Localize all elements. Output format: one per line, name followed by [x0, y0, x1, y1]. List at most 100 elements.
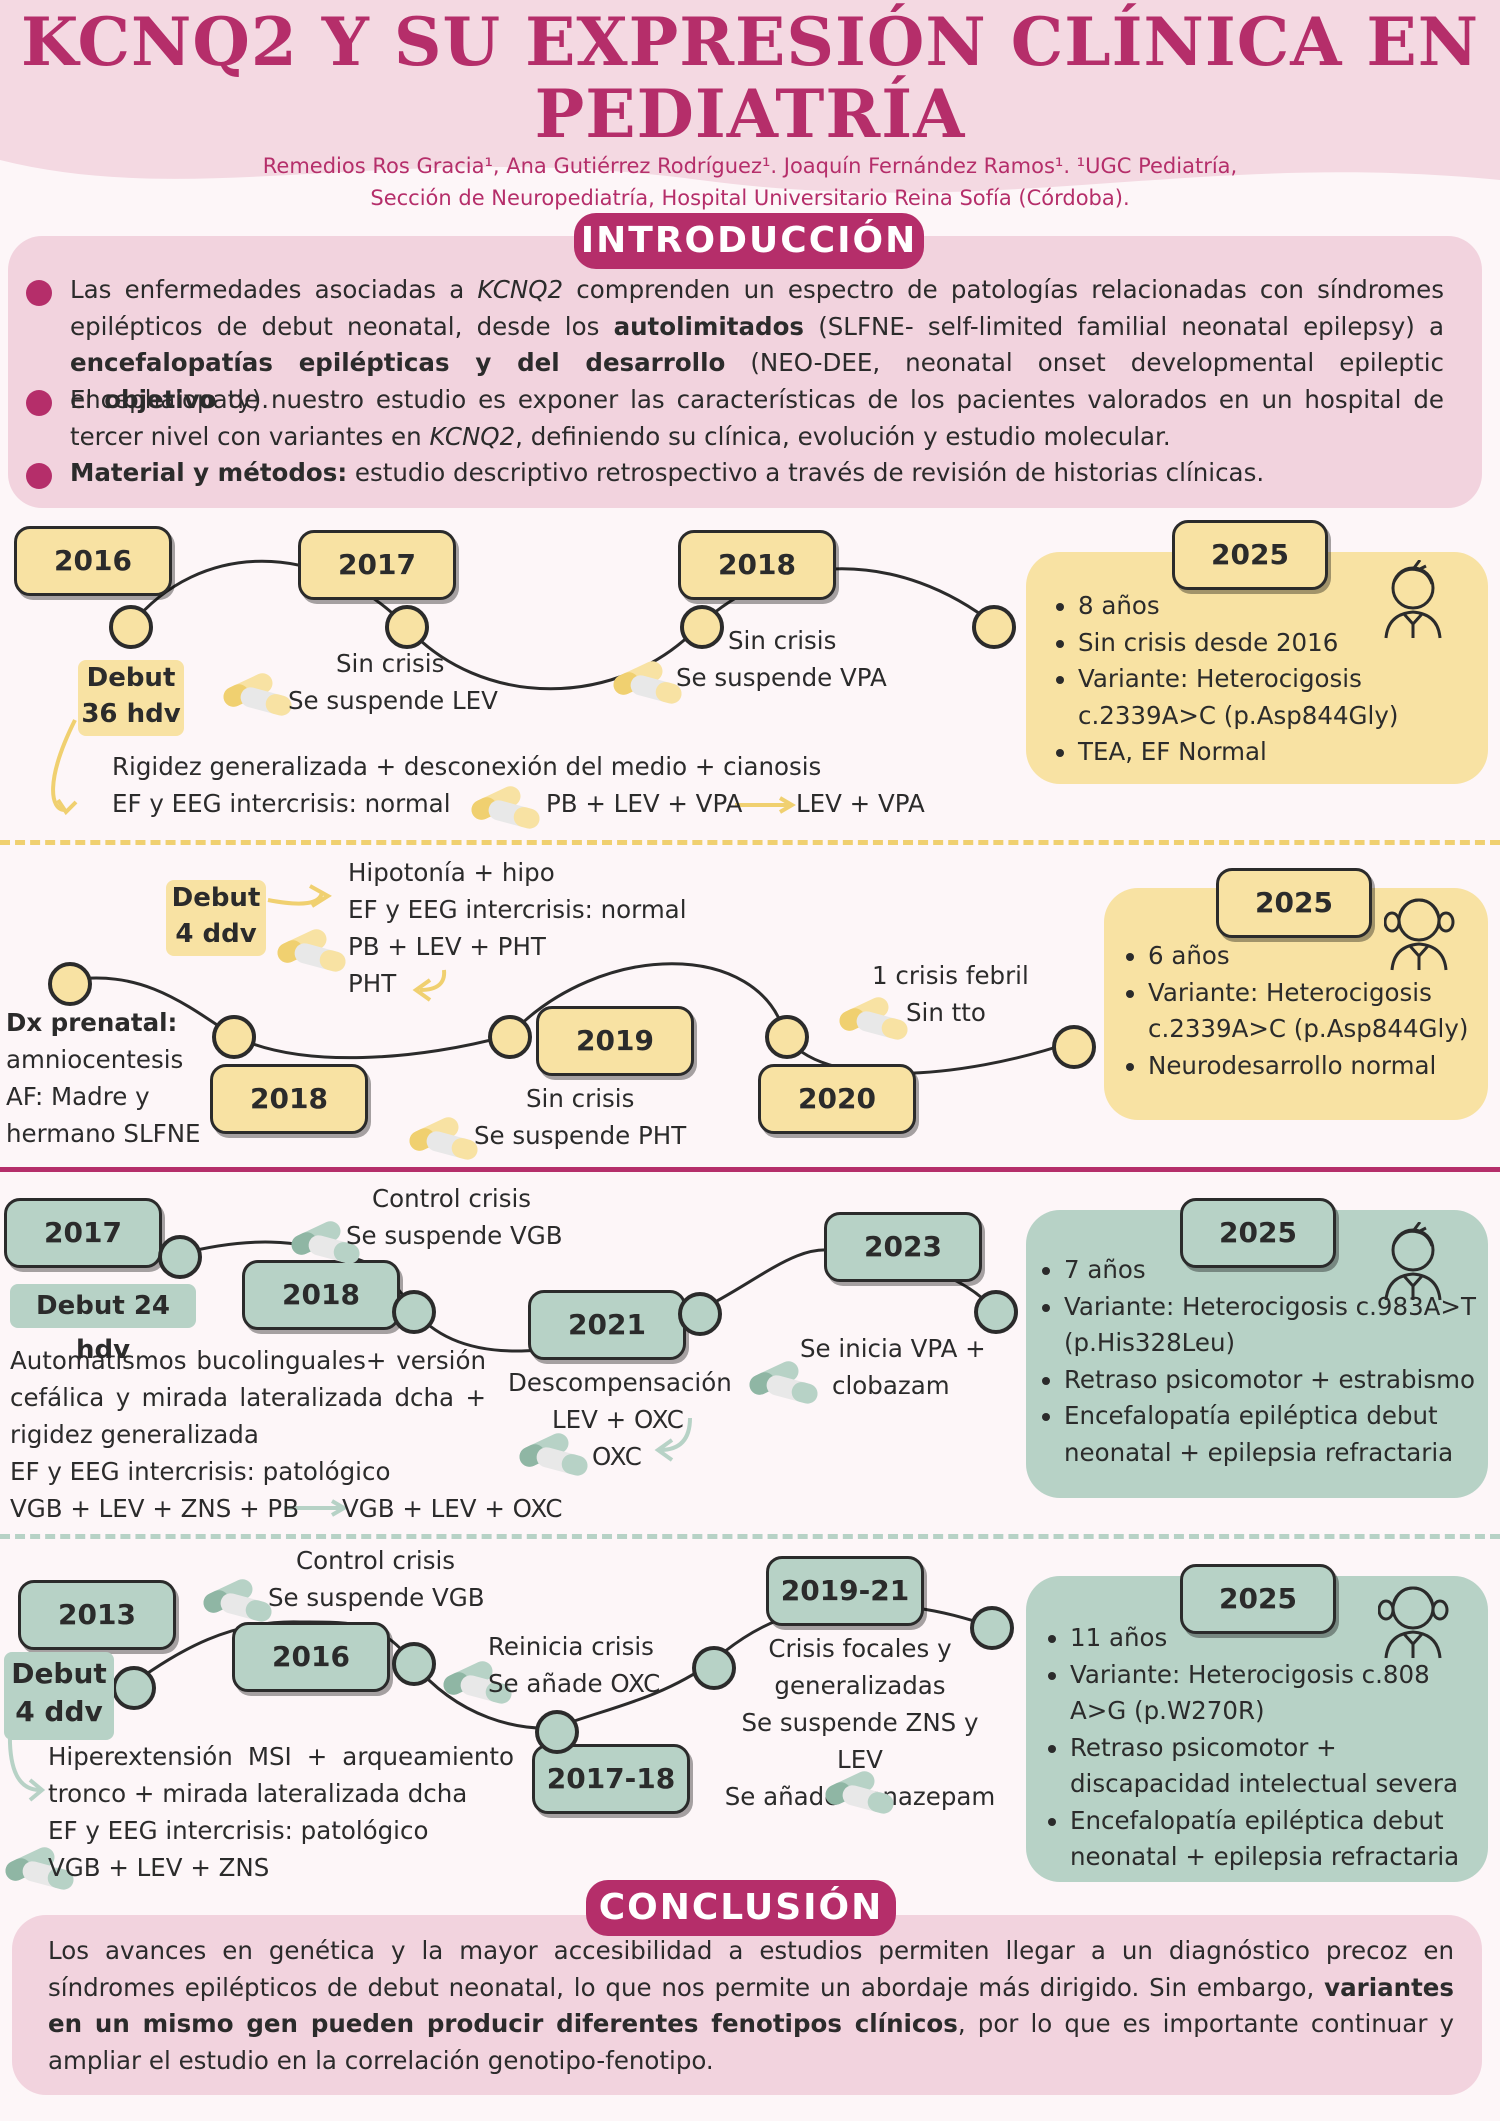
pill-icon [220, 672, 294, 718]
case1-summary-item: Sin crisis desde 2016 [1078, 625, 1408, 662]
case3-summary-year: 2025 [1180, 1198, 1336, 1268]
pill-icon [200, 1578, 274, 1624]
case3-summary-item: 7 años [1064, 1252, 1484, 1289]
separator [0, 1534, 1500, 1539]
case1-onset-1: Rigidez generalizada + desconexión del m… [112, 752, 822, 781]
case1-2018-text-2: Se suspende VPA [676, 663, 887, 692]
pill-icon [516, 1432, 590, 1478]
pill-icon [406, 1116, 480, 1162]
intro-heading: INTRODUCCIÓN [574, 213, 924, 269]
case2-summary-box: 6 años Variante: Heterocigosis c.2339A>C… [1104, 888, 1488, 1120]
case1-summary-item: Variante: Heterocigosis c.2339A>C (p.Asp… [1078, 661, 1408, 734]
case2-2020-text-2: Sin tto [906, 998, 986, 1027]
case2-node [212, 1015, 256, 1059]
case3-onset-treatment-2: VGB + LEV + OXC [342, 1494, 563, 1523]
case3-summary-item: Retraso psicomotor + estrabismo [1064, 1362, 1484, 1399]
case2-summary-item: 6 años [1148, 938, 1478, 975]
case3-2021-text-1: Descompensación [508, 1368, 732, 1397]
case2-onset-1: Hipotonía + hipo [348, 858, 555, 887]
case1-year-2017: 2017 [298, 530, 456, 600]
case2-2020-text-1: 1 crisis febril [872, 961, 1029, 990]
case3-2018-text-1: Control crisis [372, 1184, 532, 1213]
case4-year-2017-18: 2017-18 [532, 1744, 690, 1814]
case1-node [385, 605, 429, 649]
case4-year-2016: 2016 [232, 1622, 390, 1692]
case4-onset-2: EF y EEG intercrisis: patológico [48, 1816, 429, 1845]
case3-year-2021: 2021 [528, 1290, 686, 1360]
intro-paragraph-1: Las enfermedades asociadas a KCNQ2 compr… [70, 275, 1444, 414]
case1-onset-2: EF y EEG intercrisis: normal [112, 789, 451, 818]
case2-onset-3: PB + LEV + PHT [348, 932, 546, 961]
case2-2019-text-1: Sin crisis [526, 1084, 635, 1113]
pill-icon [822, 1770, 896, 1816]
case3-node [392, 1290, 436, 1334]
case4-node [970, 1606, 1014, 1650]
header-wave [0, 160, 1500, 240]
case1-summary-year: 2025 [1172, 520, 1328, 590]
case4-node [692, 1646, 736, 1690]
case4-year-2019-21: 2019-21 [766, 1556, 924, 1626]
case2-year-2018: 2018 [210, 1064, 368, 1134]
case2-summary-item: Neurodesarrollo normal [1148, 1048, 1478, 1085]
case3-year-2017: 2017 [4, 1198, 162, 1268]
case4-1718-text-1: Reinicia crisis [488, 1632, 654, 1661]
case3-onset-1: Automatismos bucolinguales+ versión cefá… [10, 1346, 486, 1449]
separator [0, 840, 1500, 845]
case3-year-2018: 2018 [242, 1260, 400, 1330]
case2-node [48, 962, 92, 1006]
case1-year-2018: 2018 [678, 530, 836, 600]
case1-node [972, 605, 1016, 649]
case4-onset-1: Hiperextensión MSI + arqueamiento tronco… [48, 1742, 514, 1808]
case1-onset-treatment-2: LEV + VPA [796, 789, 925, 818]
case4-node [535, 1710, 579, 1754]
intro-paragraph-2: El objetivo de nuestro estudio es expone… [70, 385, 1444, 451]
case2-onset-4: PHT [348, 969, 397, 998]
case2-summary-year: 2025 [1216, 868, 1372, 938]
intro-paragraph-3: Material y métodos: estudio descriptivo … [70, 458, 1265, 487]
case3-2018-text-2: Se suspende VGB [346, 1221, 563, 1250]
case4-1718-text-2: Se añade OXC [488, 1669, 661, 1698]
case1-2017-text-2: Se suspende LEV [288, 686, 498, 715]
conclusion-text: Los avances en genética y la mayor acces… [48, 1936, 1455, 2075]
case2-year-2020: 2020 [758, 1064, 916, 1134]
case3-summary-item: Variante: Heterocigosis c.983A>T (p.His3… [1064, 1289, 1484, 1362]
case4-summary-item: 11 años [1070, 1620, 1490, 1657]
conclusion-heading: CONCLUSIÓN [586, 1880, 896, 1936]
case3-2021-text-3: OXC [592, 1442, 642, 1471]
case1-node [109, 605, 153, 649]
case2-summary-item: Variante: Heterocigosis c.2339A>C (p.Asp… [1148, 975, 1478, 1048]
case3-node [678, 1292, 722, 1336]
case1-year-2016: 2016 [14, 526, 172, 596]
case1-2017-text-1: Sin crisis [336, 649, 445, 678]
case1-timeline-curve [51, 559, 996, 816]
bullet-icon [26, 463, 52, 489]
case4-onset-treatment: VGB + LEV + ZNS [48, 1853, 270, 1882]
case2-2019-text-2: Se suspende PHT [474, 1121, 687, 1150]
arrow-icon [284, 1499, 348, 1517]
pill-icon [746, 1360, 820, 1406]
case2-onset-2: EF y EEG intercrisis: normal [348, 895, 687, 924]
case1-2018-text-1: Sin crisis [728, 626, 837, 655]
pill-icon [836, 996, 910, 1042]
authors: Remedios Ros Gracia¹, Ana Gutiérrez Rodr… [262, 154, 1238, 210]
case4-year-2013: 2013 [18, 1580, 176, 1650]
case1-onset-treatment: PB + LEV + VPA [546, 789, 743, 818]
case1-node [680, 605, 724, 649]
case4-2016-text-2: Se suspende VGB [268, 1583, 485, 1612]
case3-2023-text-2: clobazam [832, 1371, 950, 1400]
boy-icon [1384, 1222, 1442, 1302]
case3-summary-item: Encefalopatía epiléptica debut neonatal … [1064, 1398, 1484, 1471]
case4-node [112, 1666, 156, 1710]
case4-summary-item: Encefalopatía epiléptica debut neonatal … [1070, 1803, 1490, 1876]
boy-icon [1384, 560, 1442, 640]
case3-node [158, 1235, 202, 1279]
case4-summary-item: Retraso psicomotor + discapacidad intele… [1070, 1730, 1490, 1803]
case4-summary-year: 2025 [1180, 1564, 1336, 1634]
case2-year-2019: 2019 [536, 1006, 694, 1076]
girl-icon [1384, 898, 1455, 972]
bullet-icon [26, 280, 52, 306]
case3-debut-badge: Debut 24 hdv [10, 1284, 196, 1365]
